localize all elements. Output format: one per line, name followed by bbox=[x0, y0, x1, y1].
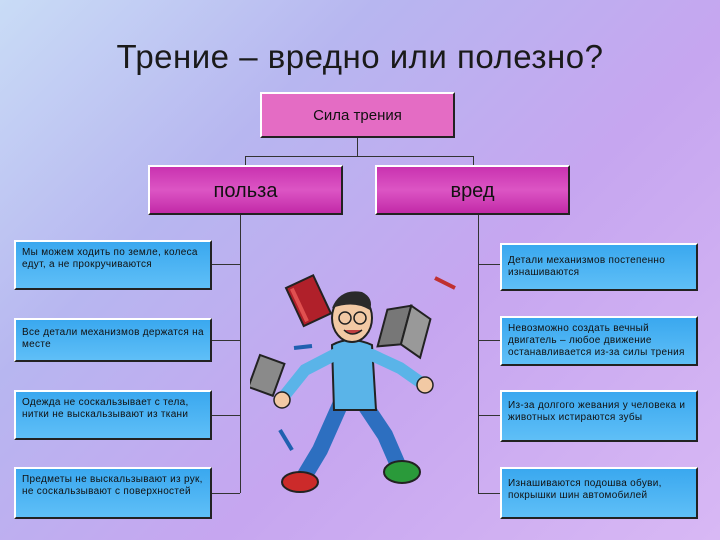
benefit-item-1: Мы можем ходить по земле, колеса едут, а… bbox=[14, 240, 212, 290]
connector-left-spine bbox=[240, 215, 241, 493]
connector-left-4 bbox=[212, 493, 240, 494]
connector-left-head bbox=[245, 156, 246, 165]
grey-book-icon bbox=[250, 353, 286, 398]
connector-left-3 bbox=[212, 415, 240, 416]
connector-right-4 bbox=[478, 493, 500, 494]
root-node: Сила трения bbox=[260, 92, 455, 138]
benefit-item-2: Все детали механизмов держатся на месте bbox=[14, 318, 212, 362]
harm-item-1: Детали механизмов постепенно изнашиваютс… bbox=[500, 243, 698, 291]
benefit-header: польза bbox=[148, 165, 343, 215]
benefit-item-4: Предметы не выскальзывают из рук, не сос… bbox=[14, 467, 212, 519]
connector-right-spine bbox=[478, 215, 479, 493]
connector-right-head bbox=[473, 156, 474, 165]
pen-icon bbox=[278, 276, 456, 452]
connector-root-down bbox=[357, 138, 358, 156]
connector-horizontal bbox=[245, 156, 473, 157]
harm-item-3: Из-за долгого жевания у человека и живот… bbox=[500, 390, 698, 442]
connector-right-1 bbox=[478, 264, 500, 265]
harm-item-2: Невозможно создать вечный двигатель – лю… bbox=[500, 316, 698, 366]
benefit-item-3: Одежда не соскальзывает с тела, нитки не… bbox=[14, 390, 212, 440]
connector-right-2 bbox=[478, 340, 500, 341]
page-title: Трение – вредно или полезно? bbox=[116, 38, 604, 75]
juggling-man-illustration bbox=[250, 273, 456, 493]
red-book-icon bbox=[284, 273, 333, 328]
open-book-icon bbox=[376, 304, 432, 360]
harm-header: вред bbox=[375, 165, 570, 215]
connector-left-2 bbox=[212, 340, 240, 341]
connector-left-1 bbox=[212, 264, 240, 265]
harm-item-4: Изнашиваются подошва обуви, покрышки шин… bbox=[500, 467, 698, 519]
connector-right-3 bbox=[478, 415, 500, 416]
